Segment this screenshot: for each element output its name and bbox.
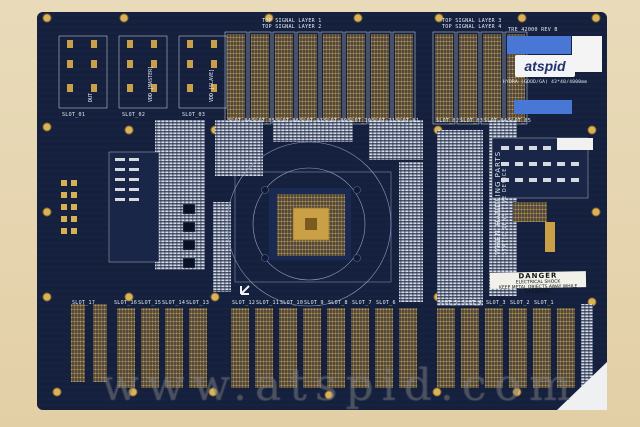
- slot-label-bottom-15: SLOT_3: [486, 300, 506, 306]
- board-id-text: TRE 42000: [508, 27, 538, 33]
- slot-label-top-12: SLOT_05: [508, 118, 532, 124]
- slot-label-bottom-11: SLOT_7: [352, 300, 372, 306]
- signal-label-3: TOP SIGNAL LAYER 3: [442, 18, 502, 24]
- slot-label-bottom-6: SLOT_12: [232, 300, 256, 306]
- left-component-area: [61, 151, 196, 269]
- brand-logo: atspid: [515, 55, 575, 77]
- slot-label-top-11: SLOT_04: [484, 118, 508, 124]
- slot-label-bottom-3: SLOT_15: [138, 300, 162, 306]
- slot-label-top-9: SLOT_02: [436, 118, 460, 124]
- blue-label-pad-middle: [514, 100, 572, 114]
- blue-label-pad-top: [507, 36, 571, 54]
- board-id-label: TRE 42000 REV B: [508, 27, 558, 33]
- model-line-label: HYDRA (GOOD/GA) 43*40/4000mm: [503, 80, 588, 85]
- slot-label-bottom-13: SLOT_5: [438, 300, 458, 306]
- slot-label-bottom-2: SLOT_16: [114, 300, 138, 306]
- signal-label-4: TOP SIGNAL LAYER 4: [442, 24, 502, 30]
- right-component-area: [491, 137, 593, 252]
- slot-label-bottom-1: SLOT_17: [72, 300, 96, 306]
- slot-label-bottom-12: SLOT_6: [376, 300, 396, 306]
- pcb-board: [37, 12, 607, 410]
- slot-label-bottom-7: SLOT_11: [256, 300, 280, 306]
- danger-label: DANGER ELECTRICAL SHOCK KEEP METAL OBJEC…: [489, 271, 587, 295]
- corner-sticker: [557, 362, 607, 410]
- rev-text: REV B: [541, 27, 558, 33]
- slot-label-top-7: SLOT_11: [372, 118, 396, 124]
- slot-label-top-left-2: SLOT_02: [122, 112, 146, 118]
- slot-label-bottom-8: SLOT_10: [280, 300, 304, 306]
- vdd-slave-label: VDD [SLAVE]: [209, 68, 215, 102]
- handling-warning-line2: STATIC SENSITIVE DEVICE: [502, 167, 508, 255]
- signal-label-2: TOP SIGNAL LAYER 2: [262, 24, 322, 30]
- brand-text: atspid: [524, 58, 566, 74]
- slot-label-top-6: SLOT_10: [348, 118, 372, 124]
- slot-label-bottom-17: SLOT_1: [534, 300, 554, 306]
- aux-label: DUT: [88, 92, 94, 102]
- watermark-text: www.atspid.com: [101, 360, 579, 411]
- vdd-master-label: VDD [MASTER]: [148, 65, 154, 102]
- slot-label-top-3: SLOT_06: [276, 118, 300, 124]
- bottom-connector-slots: [71, 304, 593, 388]
- slot-label-bottom-14: SLOT_4: [462, 300, 482, 306]
- slot-label-top-5: SLOT_09: [324, 118, 348, 124]
- white-label-sticker: [572, 36, 602, 72]
- handling-warning: WHEN HANDLING PARTS STATIC SENSITIVE DEV…: [494, 151, 508, 255]
- danger-line2: KEEP METAL OBJECTS AWAY WHILE OPERATING: [498, 284, 578, 296]
- slot-label-top-2: SLOT_05: [252, 118, 276, 124]
- slot-label-top-4: SLOT_07: [300, 118, 324, 124]
- slot-label-top-8: SLOT_01: [396, 118, 420, 124]
- slot-label-bottom-4: SLOT_14: [162, 300, 186, 306]
- slot-label-bottom-9: SLOT_9: [304, 300, 324, 306]
- mounting-holes: [42, 13, 601, 400]
- slot-label-bottom-5: SLOT_13: [186, 300, 210, 306]
- center-dut-area: [226, 141, 392, 307]
- handling-warning-line1: WHEN HANDLING PARTS: [494, 150, 502, 255]
- slot-label-bottom-16: SLOT_2: [510, 300, 530, 306]
- slot-label-top-left-1: SLOT_01: [62, 112, 86, 118]
- slot-label-top-left-3: SLOT_03: [182, 112, 206, 118]
- slot-label-top-10: SLOT_03: [460, 118, 484, 124]
- slot-label-top-1: SLOT_04: [228, 118, 252, 124]
- top-connector-slots: [224, 31, 528, 125]
- slot-label-bottom-10: SLOT_8: [328, 300, 348, 306]
- top-left-power-sections: [58, 35, 228, 109]
- signal-label-1: TOP SIGNAL LAYER 1: [262, 18, 322, 24]
- silver-pad-fields: [155, 120, 517, 306]
